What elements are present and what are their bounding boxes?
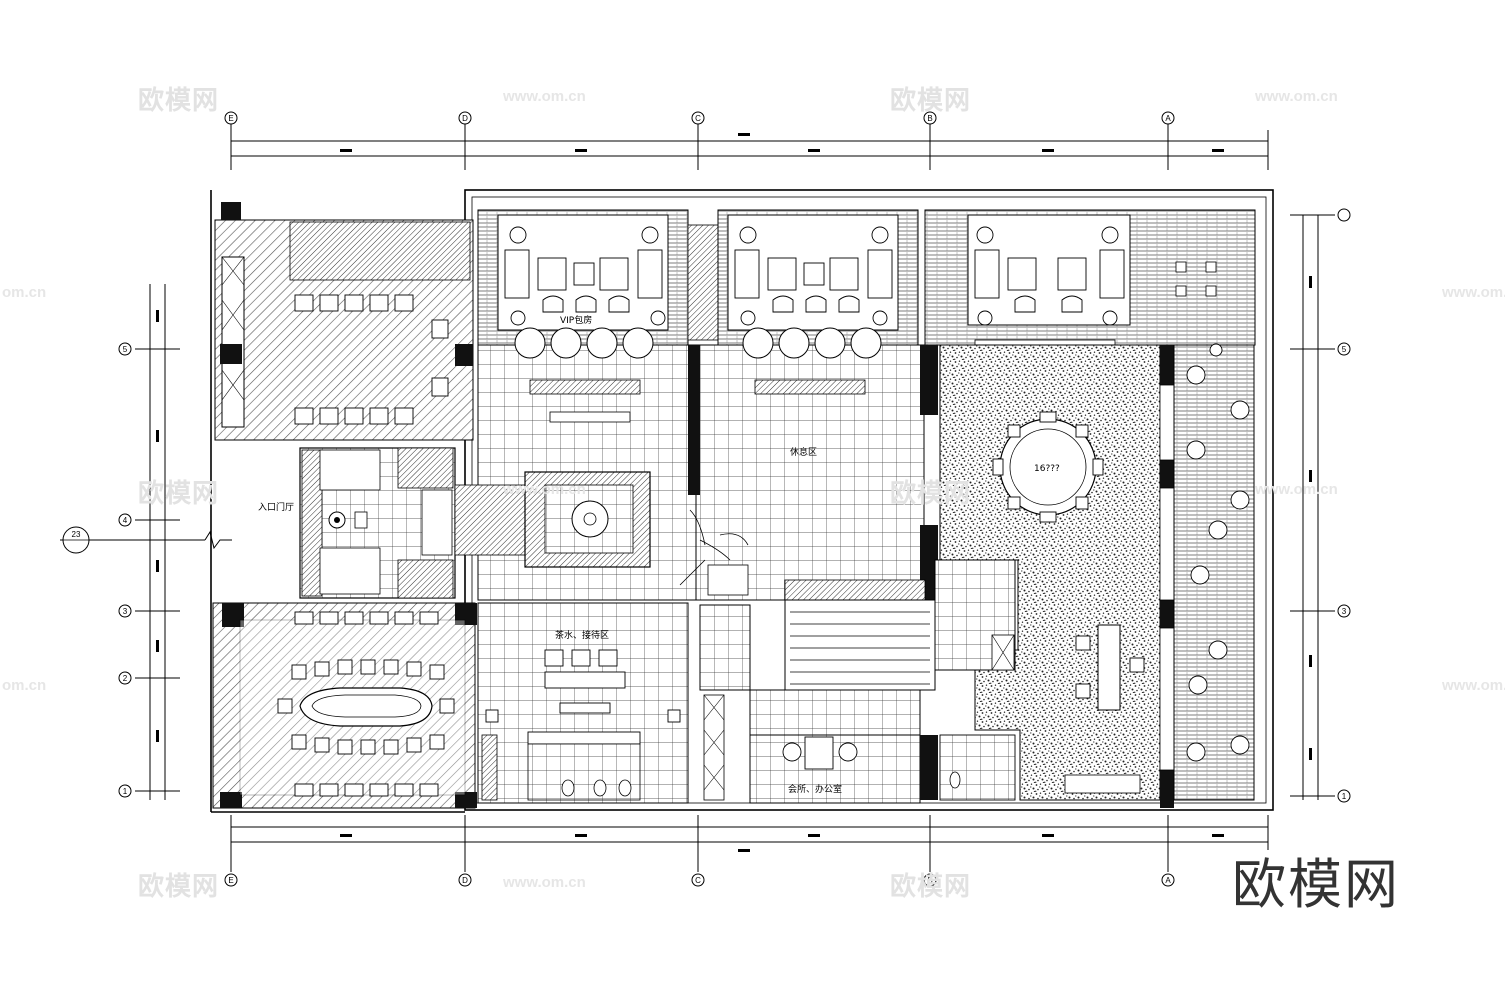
axis-labels: E D C B A E D C B A 5 4 3 2 1 5 3 1 [123,114,1347,885]
label-office: 会所、办公室 [788,783,842,795]
entrance-foyer: 入口门厅 [258,447,456,599]
axis-right-5: 5 [1342,345,1347,354]
axis-right-1: 1 [1342,792,1347,801]
service-rooms: 会所、办公室 [699,604,1016,804]
axis-top-b: B [927,114,932,123]
axis-top-d: D [462,114,468,123]
axis-bubbles [118,111,1351,887]
axis-left-2: 2 [123,674,128,683]
conference-room-bottom [212,602,477,809]
watermark-url-3: www.om.cn [503,481,586,498]
axis-right-3: 3 [1342,607,1347,616]
watermark-url-2: www.om.cn [1255,88,1338,105]
label-vip-room: VIP包房 [560,314,592,326]
watermark-brand-5: 欧模网 [138,872,220,902]
axis-bottom-b: B [927,876,932,885]
watermark-url-6: www.om.cn [1442,284,1505,301]
axis-left-3: 3 [123,607,128,616]
watermark-brand-4: 欧模网 [890,479,972,509]
watermark-url-1: www.om.cn [503,88,586,105]
axis-top-c: C [695,114,701,123]
vip-rooms-row: VIP包房 [477,209,1256,371]
dimension-ticks [156,133,1312,852]
section-reference-marker: 23 [60,526,232,554]
lounge-area: 茶水、接待区 [477,602,689,804]
axis-left-5: 5 [123,345,128,354]
axis-left-4: 4 [123,516,128,525]
meeting-room-top [214,202,474,441]
axis-bottom-c: C [695,876,701,885]
label-lobby: 休息区 [790,446,817,458]
watermark-url-5: www.om.cn [503,874,586,891]
building-outline [210,189,1274,813]
axis-bottom-e: E [228,876,233,885]
label-round-table: 16??? [1034,464,1060,474]
axis-bottom-a: A [1165,876,1171,885]
stair-core [784,559,1016,691]
central-lobby: 休息区 [454,344,925,601]
label-entrance: 入口门厅 [258,501,294,513]
watermark-brand-2: 欧模网 [890,86,972,116]
watermark-brand-6: 欧模网 [890,872,972,902]
axis-left-1: 1 [123,787,128,796]
section-ref-number: 23 [72,530,81,539]
axis-top-a: A [1165,114,1171,123]
wood-deck [1173,261,1255,801]
label-lounge: 茶水、接待区 [555,629,609,641]
dimension-lines [135,122,1335,872]
axis-bottom-d: D [462,876,468,885]
brand-logo-text: 欧模网 [1232,853,1400,916]
watermark-brand-3: 欧模网 [138,479,220,509]
watermark-url-9: om.cn [2,677,47,694]
watermark-url-7: www.om.cn [1442,677,1505,694]
axis-top-e: E [228,114,233,123]
watermark-brand-1: 欧模网 [138,86,220,116]
watermark-url-8: om.cn [2,284,47,301]
watermark-url-4: www.om.cn [1255,481,1338,498]
banquet-hall: 16??? [920,344,1175,808]
